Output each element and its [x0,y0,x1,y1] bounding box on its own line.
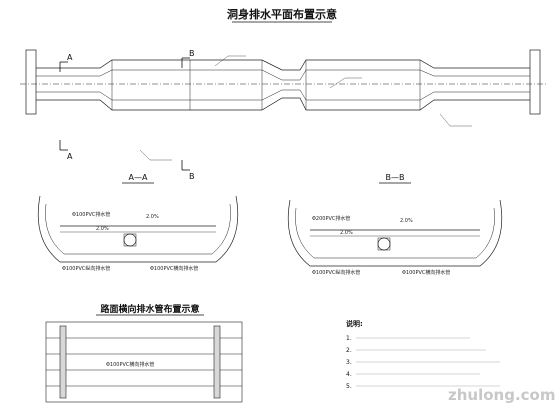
section-a-slope-2: 2.0% [96,226,109,232]
section-a-pipe-3: Φ100PVC纵向排水管 [62,265,110,272]
section-a-inner [45,203,231,255]
section-mark-b-bottom: B [189,172,195,181]
detail-pipe-left [59,325,67,399]
detail-view [45,321,243,403]
section-mark-a-top: A [67,53,73,62]
plan-inner-top [36,69,530,81]
section-b-title: B—B [386,173,405,182]
plan-outline-top [36,59,530,71]
section-a-pipe-2: Φ100PVC横向排水管 [150,265,198,272]
section-a-pipe-circle [123,233,137,247]
notes-heading: 说明: [346,319,363,328]
plan-title: 洞身排水平面布置示意 [227,7,337,21]
section-a-slope: 2.0% [146,214,159,220]
detail-title: 路面横向排水管布置示意 [100,303,199,315]
right-portal [529,49,541,115]
section-a-title: A—A [129,173,148,182]
section-a-pipe-1: Φ100PVC排水管 [72,211,110,218]
note-2: 2. [346,347,352,354]
watermark: zhulong.com [448,386,555,404]
section-b-pipe-box [377,237,391,251]
section-a-lining [37,195,239,263]
note-3: 3. [346,359,352,366]
section-b-slope-2: 2.0% [340,230,353,236]
section-mark-a-bottom: A [67,152,73,161]
section-mark-b-top: B [189,49,195,58]
section-a-view [37,195,239,263]
section-b-slope: 2.0% [400,218,413,224]
section-a-pipe-box [123,233,137,247]
notes-list: 1. 2. 3. 4. 5. [346,335,500,390]
section-markers [59,57,190,171]
section-b-inner [295,207,495,259]
detail-pipe-label: Φ100PVC横向排水管 [106,361,154,368]
note-5: 5. [346,383,352,390]
plan-inner-bottom [36,89,530,101]
section-b-view [287,199,503,267]
detail-pipe-right [213,325,221,399]
plan-view [20,49,548,115]
section-b-pipe-1: Φ200PVC排水管 [312,215,350,222]
note-4: 4. [346,371,352,378]
plan-outline-bottom [36,97,530,111]
section-b-pipe-2: Φ100PVC横向排水管 [402,269,450,276]
detail-frame [45,321,243,403]
left-portal [25,49,37,115]
section-b-pipe-circle [377,237,391,251]
section-b-lining [287,199,503,267]
plan-leaders [139,55,472,161]
note-1: 1. [346,335,352,342]
section-b-pipe-3: Φ100PVC纵向排水管 [312,269,360,276]
